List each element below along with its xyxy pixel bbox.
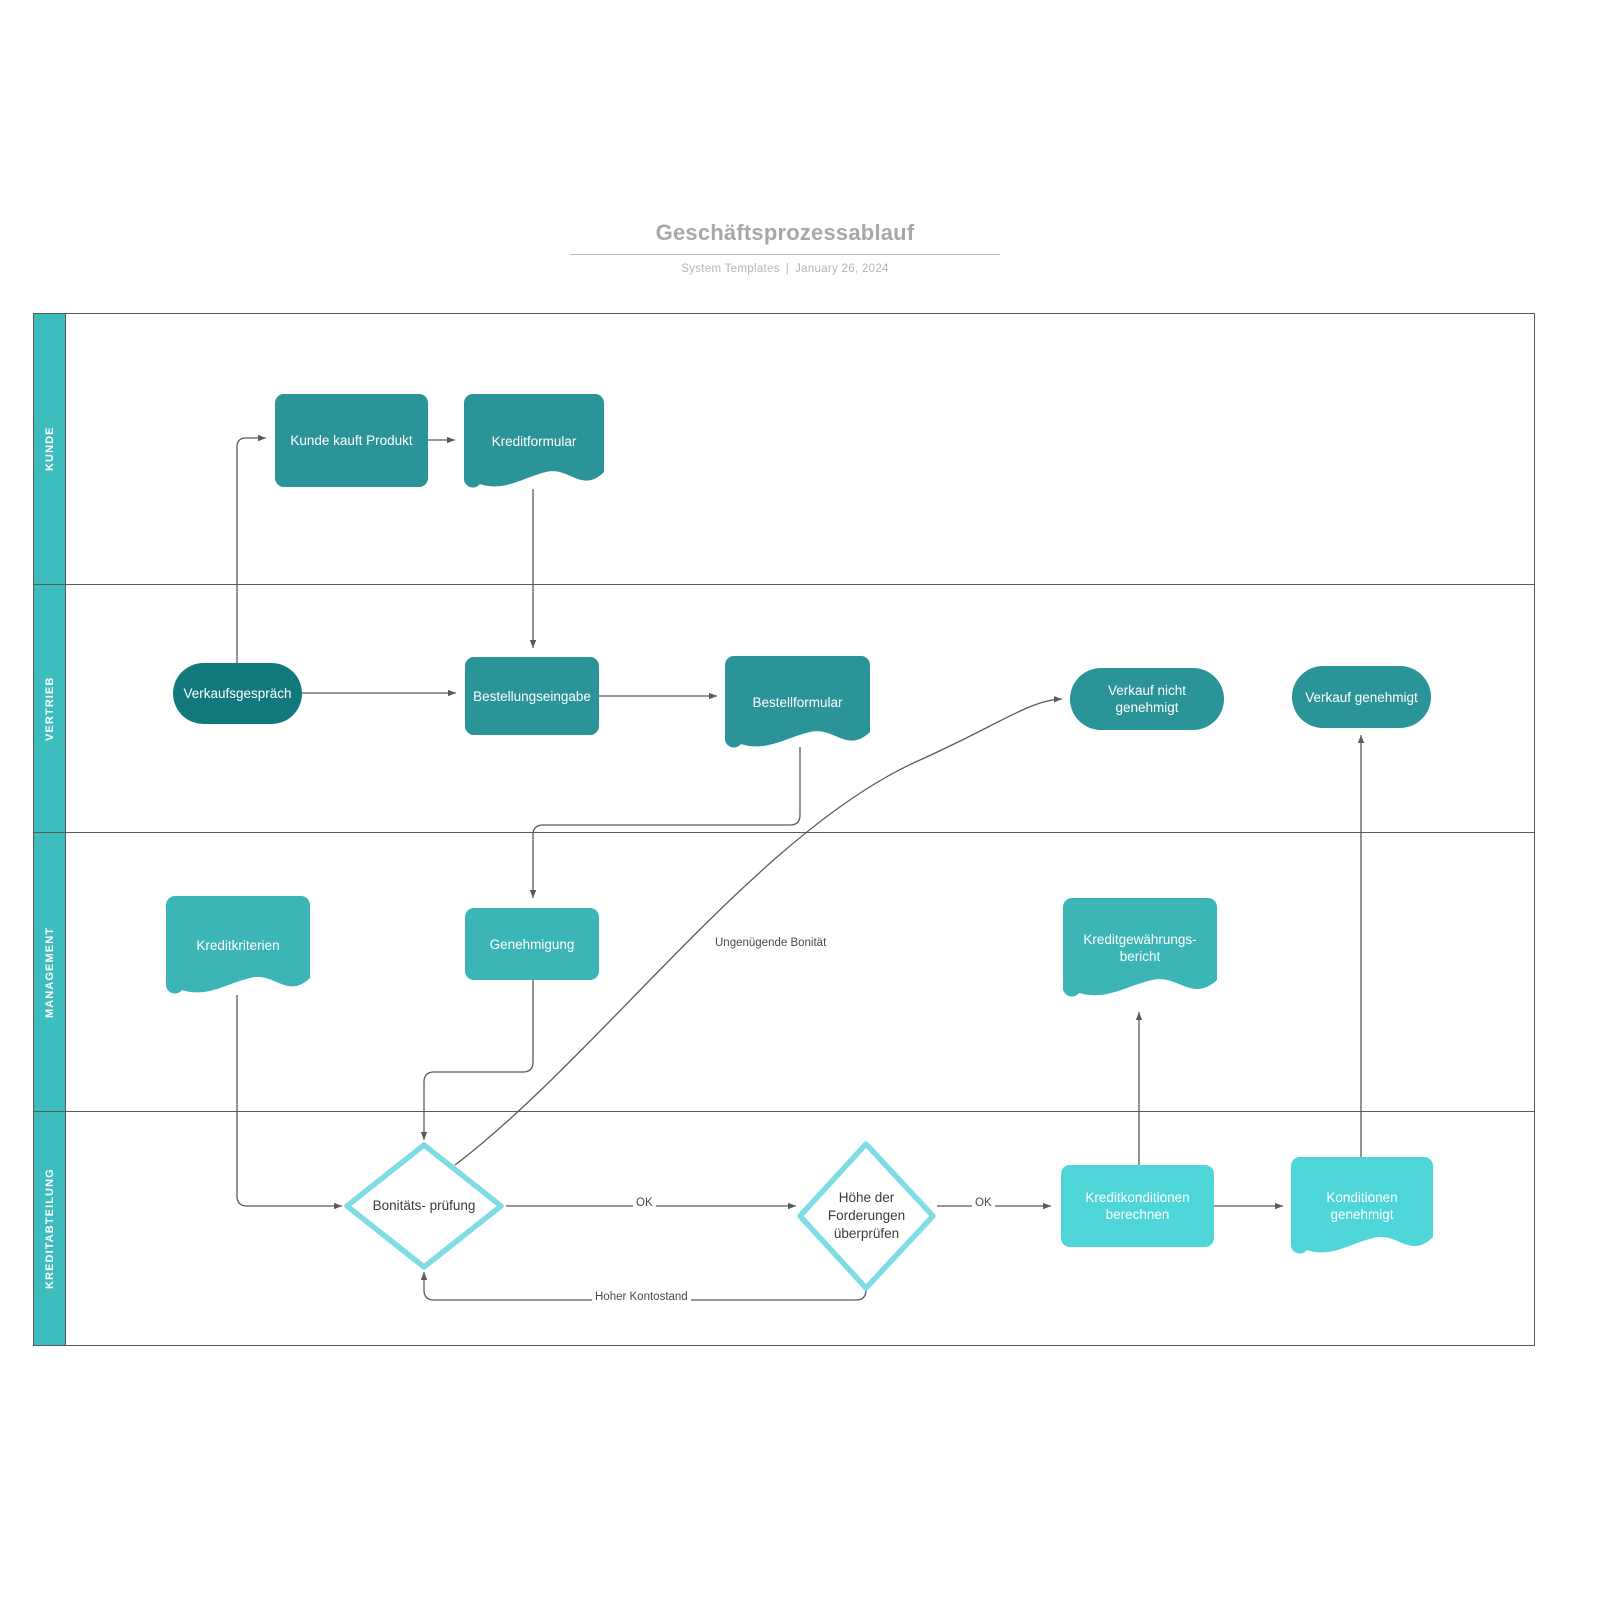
- node-verkauf-genehmigt[interactable]: Verkauf genehmigt: [1292, 666, 1431, 728]
- node-hoehe-der-forderungen-ueberpruefen[interactable]: Höhe der Forderungen überprüfen: [796, 1140, 937, 1292]
- node-verkauf-nicht-genehmigt[interactable]: Verkauf nicht genehmigt: [1070, 668, 1224, 730]
- title-divider: [570, 254, 1000, 255]
- sidebar-item-kreditabteilung[interactable]: KREDITABTEILUNG: [44, 1168, 56, 1289]
- node-label: Kunde kauft Produkt: [290, 433, 413, 448]
- document-shape: [1063, 898, 1217, 997]
- lane-band-kreditabteilung: [34, 1112, 66, 1345]
- node-genehmigung[interactable]: Genehmigung: [465, 908, 599, 980]
- diamond-shape: [797, 1141, 936, 1291]
- sidebar-item-management[interactable]: MANAGEMENT: [44, 926, 56, 1018]
- header-subtitle: System Templates | January 26, 2024: [570, 255, 1000, 275]
- document-shape: [464, 394, 604, 488]
- node-bonitaetspruefung[interactable]: Bonitäts- prüfung: [342, 1140, 506, 1272]
- node-label: Bestellungseingabe: [473, 688, 591, 704]
- sidebar-item-vertrieb[interactable]: VERTRIEB: [44, 676, 56, 741]
- node-kreditgewaehrungsbericht[interactable]: Kreditgewährungs- bericht: [1063, 898, 1217, 998]
- node-konditionen-genehmigt[interactable]: Konditionen genehmigt: [1291, 1157, 1433, 1255]
- lane-band-vertrieb: [34, 585, 66, 832]
- node-label: Bonitäts- prüfung: [372, 1198, 476, 1213]
- diagram-header: Geschäftsprozessablauf System Templates |…: [570, 218, 1000, 275]
- node-label: Kreditformular: [491, 434, 577, 449]
- node-label: Konditionen genehmigt: [1326, 1190, 1398, 1222]
- node-bestellformular[interactable]: Bestellformular: [725, 656, 870, 749]
- edge-label-ungenuegende-bonitaet: Ungenügende Bonität: [712, 937, 830, 949]
- node-label: Genehmigung: [489, 936, 575, 952]
- edge-label-hoher-kontostand: Hoher Kontostand: [592, 1291, 691, 1303]
- document-shape: [166, 896, 310, 994]
- page-title: Geschäftsprozessablauf: [655, 220, 915, 245]
- node-label: Kreditkonditionen berechnen: [1085, 1190, 1190, 1222]
- lane-band-kunde: [34, 314, 66, 584]
- node-kreditkriterien[interactable]: Kreditkriterien: [166, 896, 310, 995]
- node-label: Kreditkriterien: [196, 938, 280, 953]
- header-date: January 26, 2024: [795, 263, 889, 275]
- header-separator: |: [785, 263, 790, 275]
- node-verkaufsgespraech[interactable]: Verkaufsgespräch: [173, 663, 302, 724]
- sidebar-item-kunde[interactable]: KUNDE: [44, 426, 56, 472]
- node-label: Verkauf genehmigt: [1305, 689, 1418, 705]
- edge-label-ok-2: OK: [972, 1197, 995, 1209]
- edge-label-ok-1: OK: [633, 1197, 656, 1209]
- node-kunde-kauft-produkt[interactable]: Kunde kauft Produkt: [275, 394, 428, 487]
- diamond-shape: [344, 1142, 504, 1270]
- node-label: Verkaufsgespräch: [183, 686, 292, 701]
- lane-band-management: [34, 833, 66, 1111]
- document-shape: [725, 656, 870, 748]
- header-author: System Templates: [681, 263, 780, 275]
- swimlane-kunde: KUNDE: [33, 313, 1535, 585]
- node-label: Verkauf nicht genehmigt: [1107, 683, 1187, 715]
- node-kreditkonditionen-berechnen[interactable]: Kreditkonditionen berechnen: [1061, 1165, 1214, 1247]
- document-shape: [1291, 1157, 1433, 1254]
- node-label: Bestellformular: [752, 695, 843, 710]
- node-label: Höhe der Forderungen überprüfen: [827, 1190, 906, 1241]
- node-label: Kreditgewährungs- bericht: [1083, 932, 1197, 964]
- node-bestellungseingabe[interactable]: Bestellungseingabe: [465, 657, 599, 735]
- node-kreditformular[interactable]: Kreditformular: [464, 394, 604, 489]
